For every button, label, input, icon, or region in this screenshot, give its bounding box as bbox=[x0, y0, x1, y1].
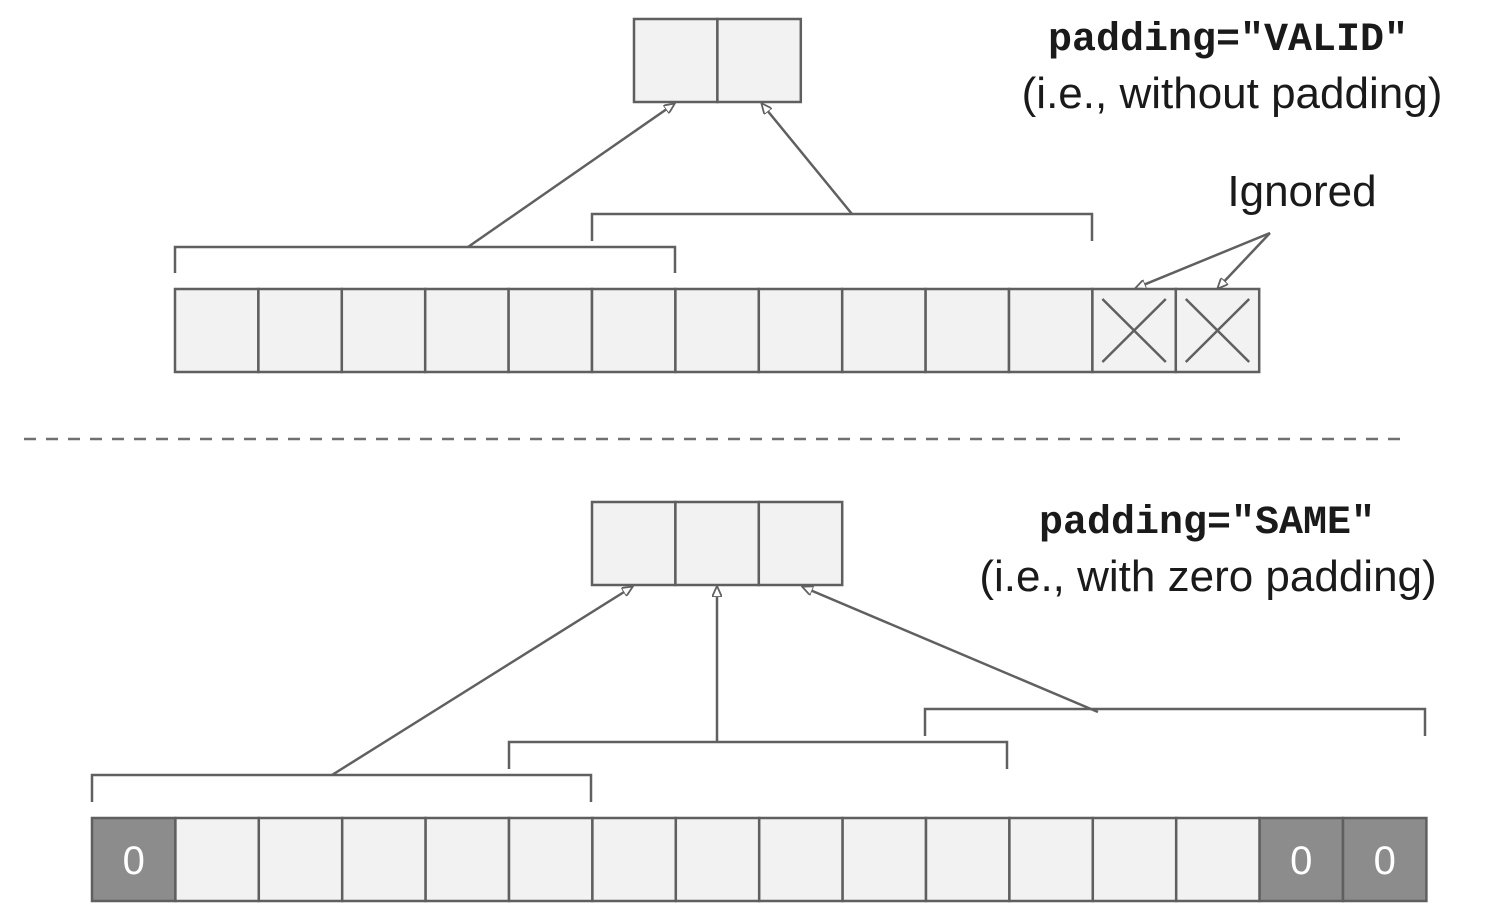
same-input-cell bbox=[174, 816, 261, 903]
valid-subtitle: (i.e., without padding) bbox=[1022, 69, 1443, 118]
same-input-cell bbox=[507, 816, 594, 903]
zero-pad-value: 0 bbox=[1374, 839, 1396, 883]
ignored-x-mark bbox=[1184, 298, 1251, 363]
valid-arrow-2 bbox=[762, 104, 853, 215]
valid-input-cell bbox=[674, 287, 761, 374]
valid-input-cell bbox=[340, 287, 427, 374]
valid-input-cell bbox=[423, 287, 510, 374]
zero-pad-value: 0 bbox=[123, 839, 145, 883]
same-field-3-bracket bbox=[923, 707, 1427, 736]
same-input-cell bbox=[1008, 816, 1095, 903]
same-input-cell bbox=[757, 816, 844, 903]
valid-input-cell bbox=[1007, 287, 1094, 374]
valid-input-cell bbox=[257, 287, 344, 374]
valid-output-cells bbox=[632, 17, 803, 104]
same-input-cell bbox=[924, 816, 1011, 903]
same-input-cell bbox=[841, 816, 928, 903]
valid-field-2-bracket bbox=[590, 212, 1094, 241]
same-input-cell bbox=[340, 816, 427, 903]
same-input-cells: 0 0 0 bbox=[90, 816, 1428, 903]
same-output-cell bbox=[757, 500, 844, 587]
same-output-cell bbox=[590, 500, 677, 587]
same-arrow-1 bbox=[331, 587, 632, 777]
same-input-cell bbox=[424, 816, 511, 903]
valid-input-cell bbox=[840, 287, 927, 374]
zero-pad-value: 0 bbox=[1290, 839, 1312, 883]
valid-title: padding="VALID" bbox=[1048, 18, 1408, 63]
valid-input-cell bbox=[924, 287, 1011, 374]
same-field-2-bracket bbox=[507, 740, 1009, 769]
ignored-label: Ignored bbox=[1227, 167, 1376, 216]
same-output-cell bbox=[674, 500, 761, 587]
same-title: padding="SAME" bbox=[1039, 501, 1375, 546]
valid-input-cells bbox=[173, 287, 1261, 374]
ignored-x-mark bbox=[1101, 298, 1167, 363]
valid-arrow-1 bbox=[467, 104, 674, 249]
valid-input-cell bbox=[173, 287, 260, 374]
same-input-cell bbox=[1091, 816, 1178, 903]
ignored-arrow-1 bbox=[1136, 231, 1271, 288]
same-field-1-bracket bbox=[90, 773, 593, 802]
zero-pad-cell bbox=[90, 816, 177, 903]
same-arrow-3 bbox=[803, 587, 1099, 714]
ignored-arrow-2 bbox=[1218, 232, 1271, 288]
valid-field-1-bracket bbox=[173, 245, 677, 273]
valid-input-cell bbox=[757, 287, 844, 374]
same-input-cell bbox=[257, 816, 344, 903]
valid-output-cell bbox=[716, 17, 803, 104]
valid-input-cell bbox=[590, 287, 677, 374]
same-subtitle: (i.e., with zero padding) bbox=[979, 552, 1436, 601]
valid-input-cell bbox=[507, 287, 594, 374]
same-output-cells bbox=[590, 500, 844, 587]
same-input-cell bbox=[1174, 816, 1261, 903]
same-input-cell bbox=[591, 816, 678, 903]
valid-output-cell bbox=[632, 17, 719, 104]
zero-pad-cell bbox=[1341, 816, 1428, 903]
same-input-cell bbox=[674, 816, 761, 903]
